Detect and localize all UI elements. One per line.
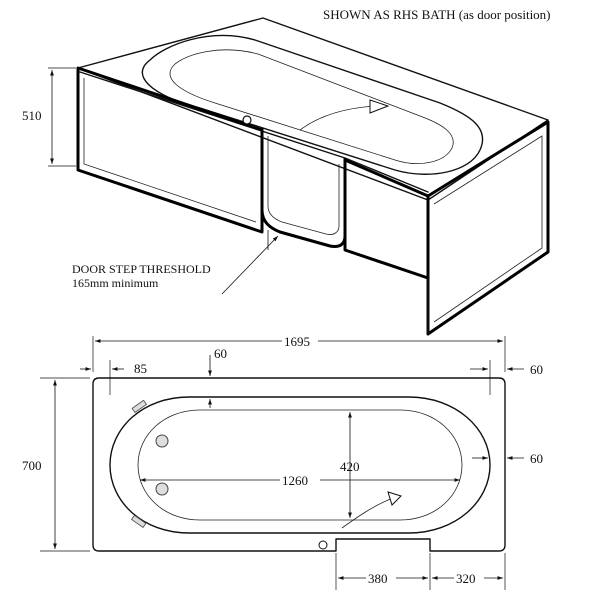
width-label: 700 bbox=[22, 458, 42, 473]
plan-bowl-outline bbox=[109, 396, 491, 534]
plan-view: 1695 700 85 60 60 60 1260 420 bbox=[20, 332, 543, 590]
threshold-leader-line bbox=[221, 235, 279, 295]
plan-door-swing-arrowhead bbox=[387, 491, 402, 506]
rim-right-mid-label: 60 bbox=[530, 451, 543, 466]
door-hinge-icon bbox=[318, 540, 328, 550]
iso-door-swing-arrow bbox=[299, 105, 376, 131]
inner-width-label: 420 bbox=[340, 459, 360, 474]
iso-bowl-outline bbox=[141, 34, 484, 175]
iso-top-outline bbox=[77, 17, 549, 201]
jet-icon-lower bbox=[155, 482, 169, 496]
threshold-callout-line1: DOOR STEP THRESHOLD bbox=[72, 262, 211, 276]
rim-top-label: 60 bbox=[214, 346, 227, 361]
inner-length-label: 1260 bbox=[282, 473, 308, 488]
iso-door-inner bbox=[267, 136, 340, 235]
handle-icon-lower bbox=[130, 514, 147, 529]
iso-height-label: 510 bbox=[22, 108, 42, 123]
iso-end-panel bbox=[426, 120, 550, 336]
iso-door-panel bbox=[260, 128, 347, 248]
handle-icon-upper bbox=[131, 399, 148, 414]
plan-bowl-floor bbox=[137, 409, 463, 521]
rim-right-top-label: 60 bbox=[530, 362, 543, 377]
isometric-view: 510 DOOR STEP THRESHOLD 165mm minimum bbox=[22, 17, 550, 336]
rim-left-label: 85 bbox=[134, 361, 147, 376]
door-offset-label: 320 bbox=[456, 571, 476, 586]
door-width-label: 380 bbox=[368, 571, 388, 586]
jet-icon-upper bbox=[155, 434, 169, 448]
plan-door-swing-arrow bbox=[341, 497, 394, 529]
iso-overflow-icon bbox=[242, 115, 252, 125]
iso-front-panel-right bbox=[343, 158, 430, 280]
length-label: 1695 bbox=[284, 334, 310, 349]
iso-front-panel-left-inner bbox=[83, 78, 257, 223]
iso-end-panel-inner bbox=[433, 135, 543, 323]
plan-outer-rim bbox=[92, 377, 506, 552]
iso-front-panel-left bbox=[76, 66, 264, 234]
orientation-note: SHOWN AS RHS BATH (as door position) bbox=[323, 7, 551, 22]
threshold-callout-line2: 165mm minimum bbox=[72, 276, 159, 290]
iso-bowl-inner-outline bbox=[169, 49, 454, 164]
iso-door-swing-arrowhead bbox=[369, 99, 390, 114]
